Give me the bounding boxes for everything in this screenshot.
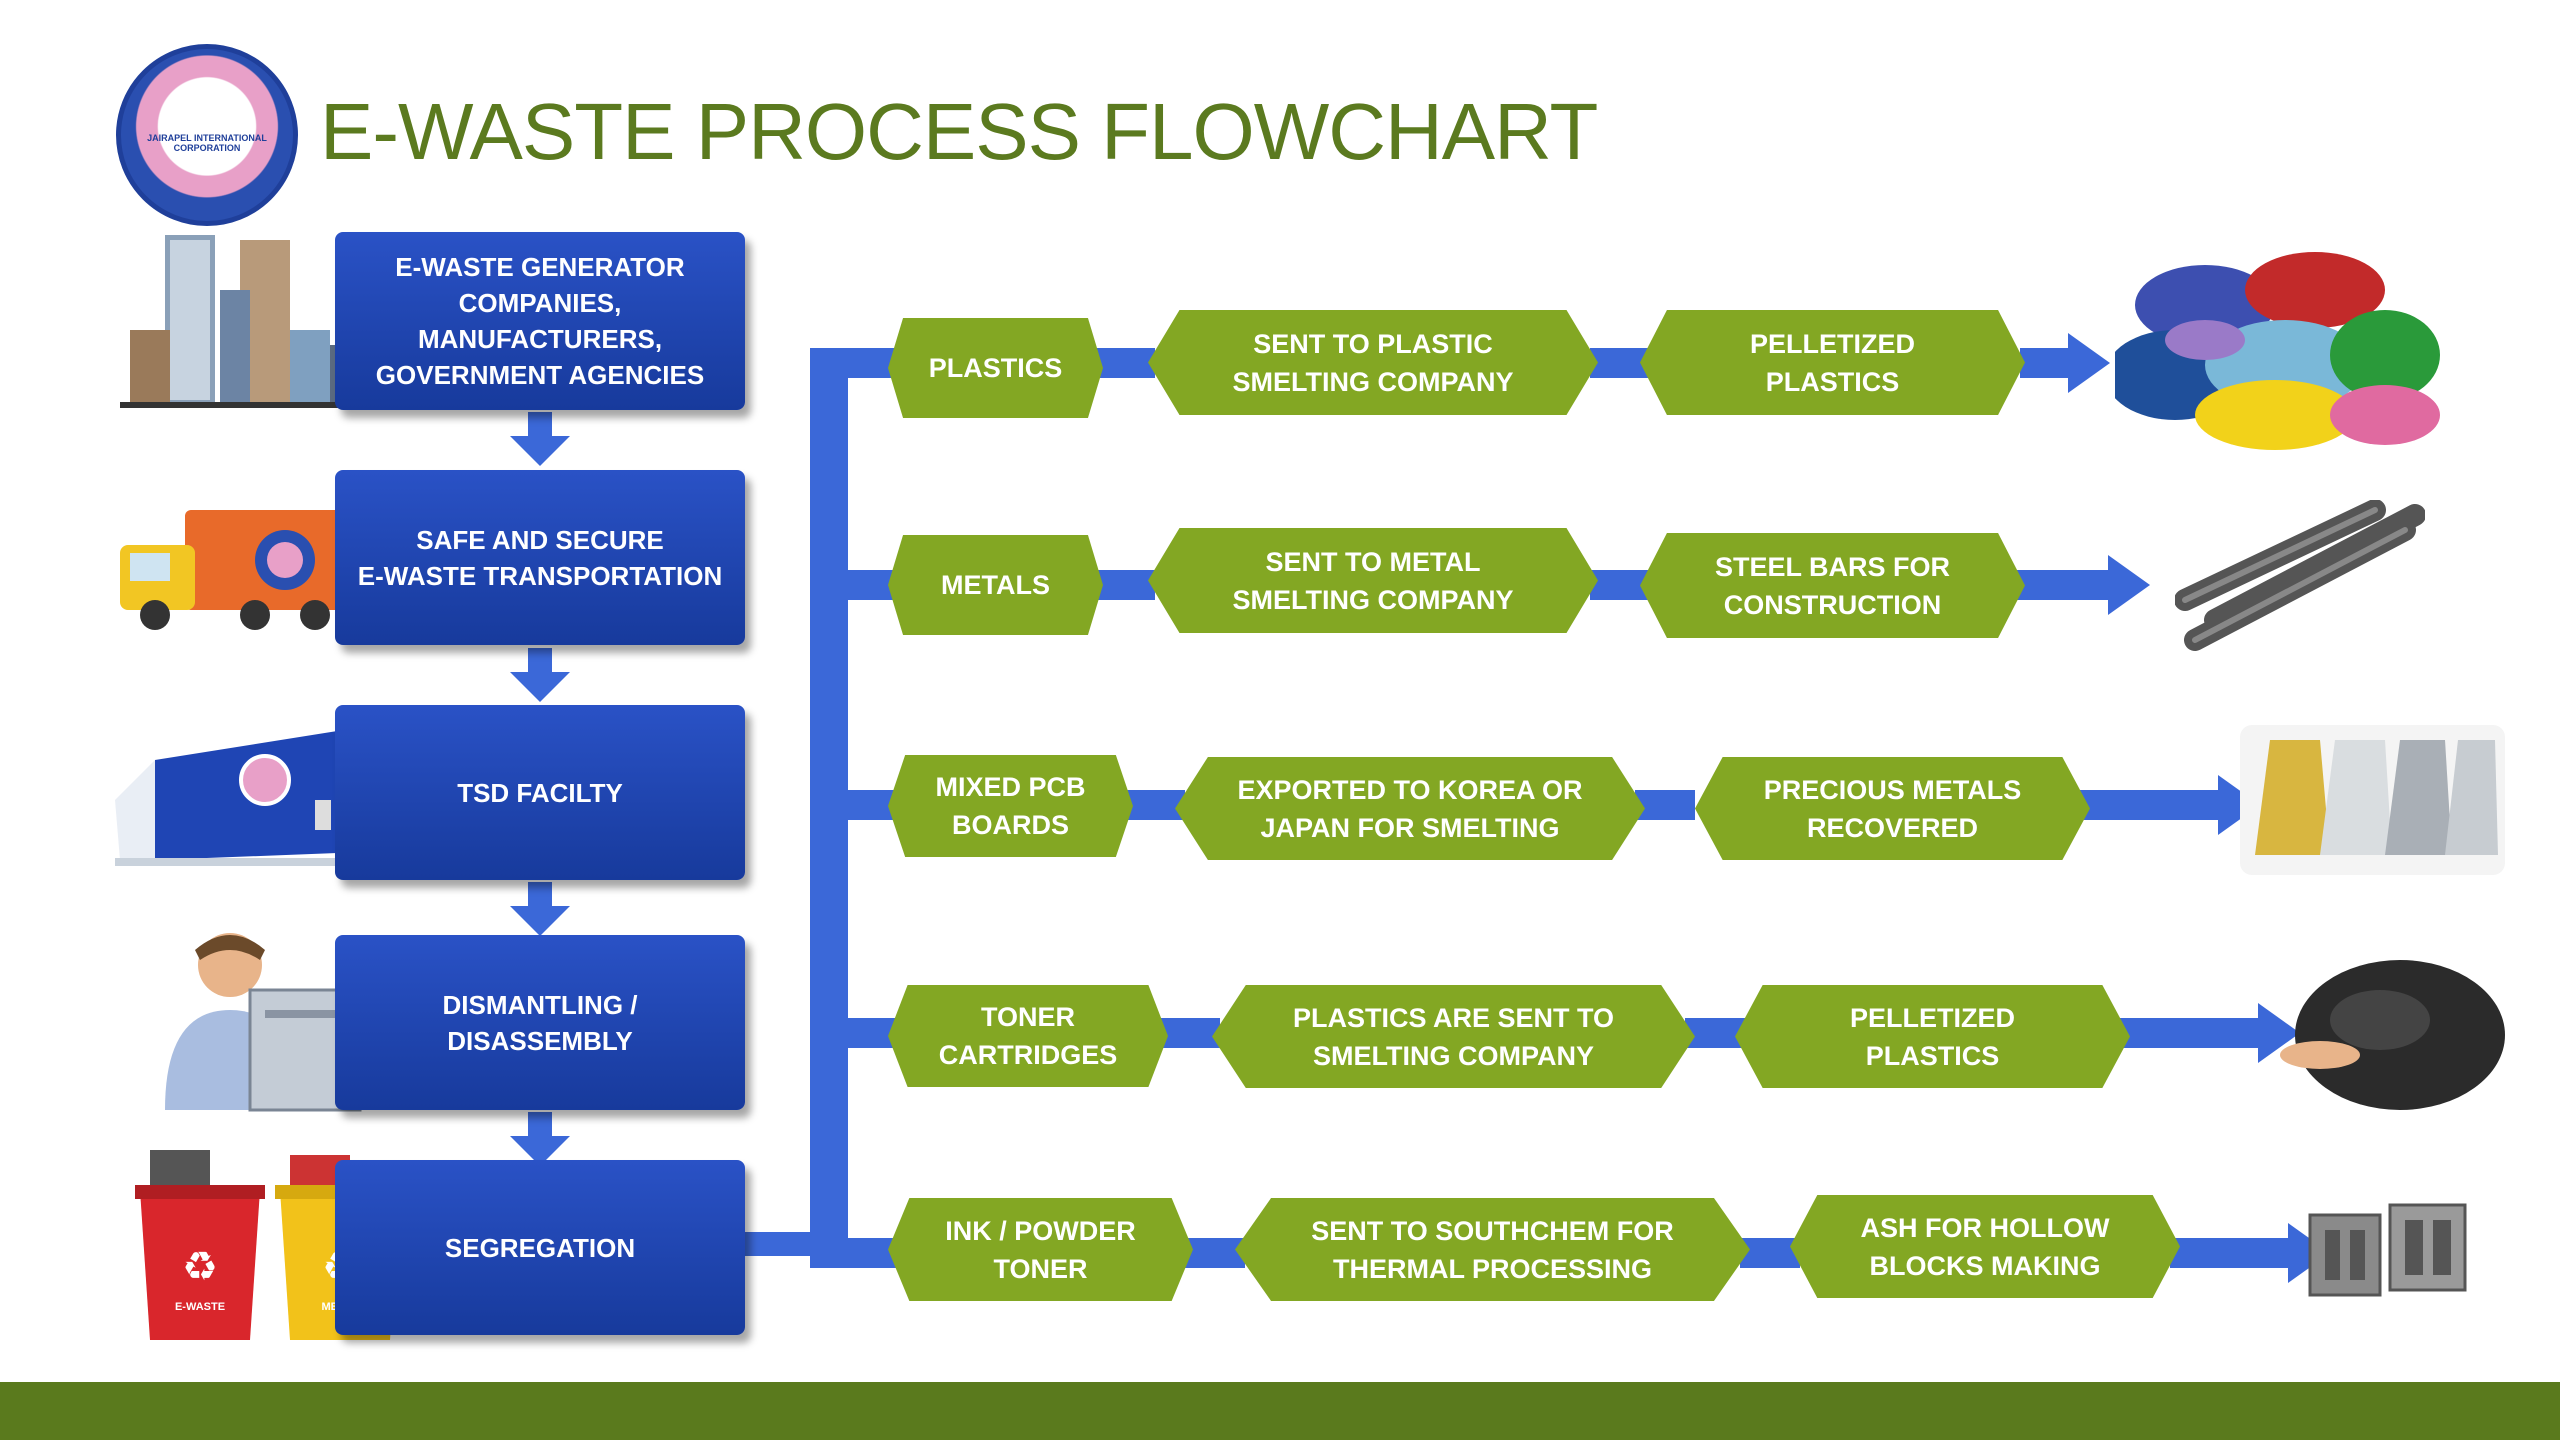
down-arrow-2 <box>510 648 570 702</box>
step-segregation: SEGREGATION <box>335 1160 745 1335</box>
stream-4-process: PLASTICS ARE SENT TO SMELTING COMPANY <box>1212 985 1695 1088</box>
company-logo: JAIRAPEL INTERNATIONAL CORPORATION <box>116 44 298 226</box>
stream-2-material: METALS <box>888 535 1103 635</box>
step-transportation: SAFE AND SECURE E-WASTE TRANSPORTATION <box>335 470 745 645</box>
down-arrow-1 <box>510 412 570 466</box>
down-arrow-4 <box>510 1112 570 1166</box>
logo-text: JAIRAPEL INTERNATIONAL CORPORATION <box>147 133 267 153</box>
step-dismantling: DISMANTLING / DISASSEMBLY <box>335 935 745 1110</box>
svg-text:E-WASTE: E-WASTE <box>175 1301 225 1313</box>
step-generators: E-WASTE GENERATOR COMPANIES, MANUFACTURE… <box>335 232 745 410</box>
stream-4-output: PELLETIZED PLASTICS <box>1735 985 2130 1088</box>
stream-1-process: SENT TO PLASTIC SMELTING COMPANY <box>1148 310 1598 415</box>
stream-3-process: EXPORTED TO KOREA OR JAPAN FOR SMELTING <box>1175 757 1645 860</box>
delivery-truck-icon <box>120 510 355 630</box>
svg-text:♻: ♻ <box>182 1244 218 1290</box>
stream-5-process: SENT TO SOUTHCHEM FOR THERMAL PROCESSING <box>1235 1198 1750 1301</box>
footer-band <box>0 1382 2560 1440</box>
page-title: E-WASTE PROCESS FLOWCHART <box>320 87 1598 176</box>
down-arrow-3 <box>510 882 570 936</box>
stream-1-output: PELLETIZED PLASTICS <box>1640 310 2025 415</box>
stream-5-output: ASH FOR HOLLOW BLOCKS MAKING <box>1790 1195 2180 1298</box>
metal-ingots-icon <box>2240 725 2505 875</box>
black-pellets-icon <box>2280 960 2505 1110</box>
stream-3-material: MIXED PCB BOARDS <box>888 755 1133 857</box>
city-buildings-icon <box>120 235 410 408</box>
stream-4-material: TONER CARTRIDGES <box>888 985 1168 1087</box>
stream-2-output: STEEL BARS FOR CONSTRUCTION <box>1640 533 2025 638</box>
stream-3-output: PRECIOUS METALS RECOVERED <box>1695 757 2090 860</box>
step-tsd-facility: TSD FACILTY <box>335 705 745 880</box>
hollow-blocks-icon <box>2308 1203 2467 1297</box>
plastic-pellets-icon <box>2115 252 2440 450</box>
stream-5-material: INK / POWDER TONER <box>888 1198 1193 1301</box>
stream-1-material: PLASTICS <box>888 318 1103 418</box>
stream-2-process: SENT TO METAL SMELTING COMPANY <box>1148 528 1598 633</box>
steel-bars-icon <box>2175 500 2425 651</box>
technician-icon <box>165 933 362 1112</box>
